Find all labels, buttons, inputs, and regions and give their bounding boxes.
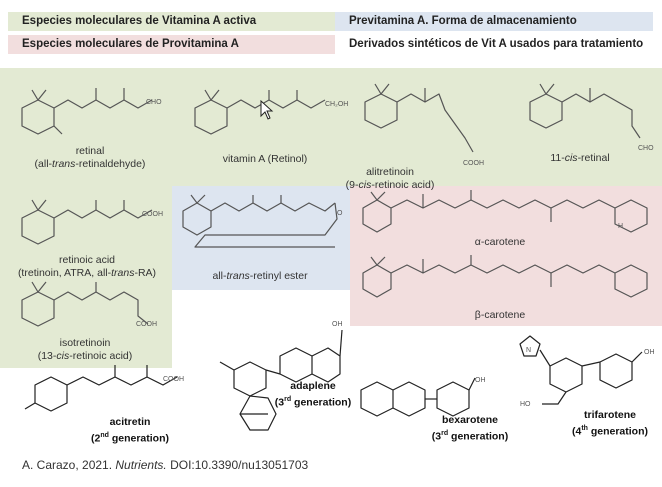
11-cis-retinal-structure: CHO bbox=[529, 83, 654, 152]
svg-text:N: N bbox=[526, 347, 531, 354]
11-cis-retinal-label: 11-cis-retinal bbox=[550, 152, 610, 164]
svg-text:OH: OH bbox=[332, 321, 343, 328]
acitretin-structure: COOH bbox=[24, 365, 184, 412]
vitamin-a-structure: CH₂OH bbox=[194, 89, 348, 135]
retinoic-acid-structure: COOH bbox=[21, 199, 163, 245]
alitretinoin-label: alitretinoin (9-cis-retinoic acid) bbox=[345, 166, 435, 191]
svg-text:COOH: COOH bbox=[142, 211, 163, 218]
trifarotene-label: trifarotene (4th generation) bbox=[571, 409, 649, 438]
svg-text:CH₂OH: CH₂OH bbox=[325, 101, 348, 108]
retinoic-acid-label: retinoic acid (tretinoin, ATRA, all-tran… bbox=[17, 254, 157, 279]
alpha-carotene-label: α-carotene bbox=[474, 236, 526, 248]
region-provitamin-a bbox=[350, 186, 662, 326]
svg-text:COOH: COOH bbox=[136, 321, 157, 328]
adaplene-label: adaplene (3rd generation) bbox=[274, 380, 352, 409]
retinal-label: retinal (all-trans-retinaldehyde) bbox=[34, 145, 146, 170]
citation: A. Carazo, 2021. Nutrients. DOI:10.3390/… bbox=[22, 458, 309, 472]
svg-text:HO: HO bbox=[520, 401, 531, 408]
retinal-structure: CHO bbox=[21, 88, 162, 135]
beta-carotene-label: β-carotene bbox=[474, 309, 526, 321]
legend-previtamin-storage: Previtamina A. Forma de almacenamiento bbox=[335, 12, 653, 31]
beta-carotene-structure bbox=[362, 255, 648, 298]
svg-text:COOH: COOH bbox=[163, 376, 184, 383]
retinyl-ester-structure: O bbox=[182, 194, 343, 248]
svg-text:CHO: CHO bbox=[638, 145, 654, 152]
legend-provitamin-a: Especies moleculares de Provitamina A bbox=[8, 35, 335, 54]
svg-text:H: H bbox=[618, 223, 623, 230]
bexarotene-label: bexarotene (3rd generation) bbox=[431, 414, 509, 443]
trifarotene-structure: N OH HO bbox=[519, 335, 655, 408]
mouse-cursor-icon bbox=[260, 100, 274, 120]
svg-text:COOH: COOH bbox=[463, 160, 484, 167]
isotretinoin-label: isotretinoin (13-cis-retinoic acid) bbox=[37, 337, 133, 362]
vitamin-a-label: vitamin A (Retinol) bbox=[222, 153, 308, 165]
bexarotene-structure: OH bbox=[360, 377, 486, 417]
isotretinoin-structure: COOH bbox=[21, 281, 157, 328]
acitretin-label: acitretin (2nd generation) bbox=[91, 416, 169, 445]
adaplene-structure: OH bbox=[219, 321, 343, 431]
alitretinoin-structure: COOH bbox=[364, 83, 484, 167]
svg-text:O: O bbox=[337, 210, 343, 217]
svg-text:OH: OH bbox=[475, 377, 486, 384]
svg-text:CHO: CHO bbox=[146, 99, 162, 106]
retinyl-ester-label: all-trans-retinyl ester bbox=[212, 270, 308, 282]
legend-active-vitamin-a: Especies moleculares de Vitamina A activ… bbox=[8, 12, 335, 31]
alpha-carotene-structure: H bbox=[362, 190, 648, 233]
region-previtamin-storage bbox=[172, 186, 350, 290]
legend-synthetic-derivatives: Derivados sintéticos de Vit A usados par… bbox=[335, 35, 653, 54]
svg-text:OH: OH bbox=[644, 349, 655, 356]
